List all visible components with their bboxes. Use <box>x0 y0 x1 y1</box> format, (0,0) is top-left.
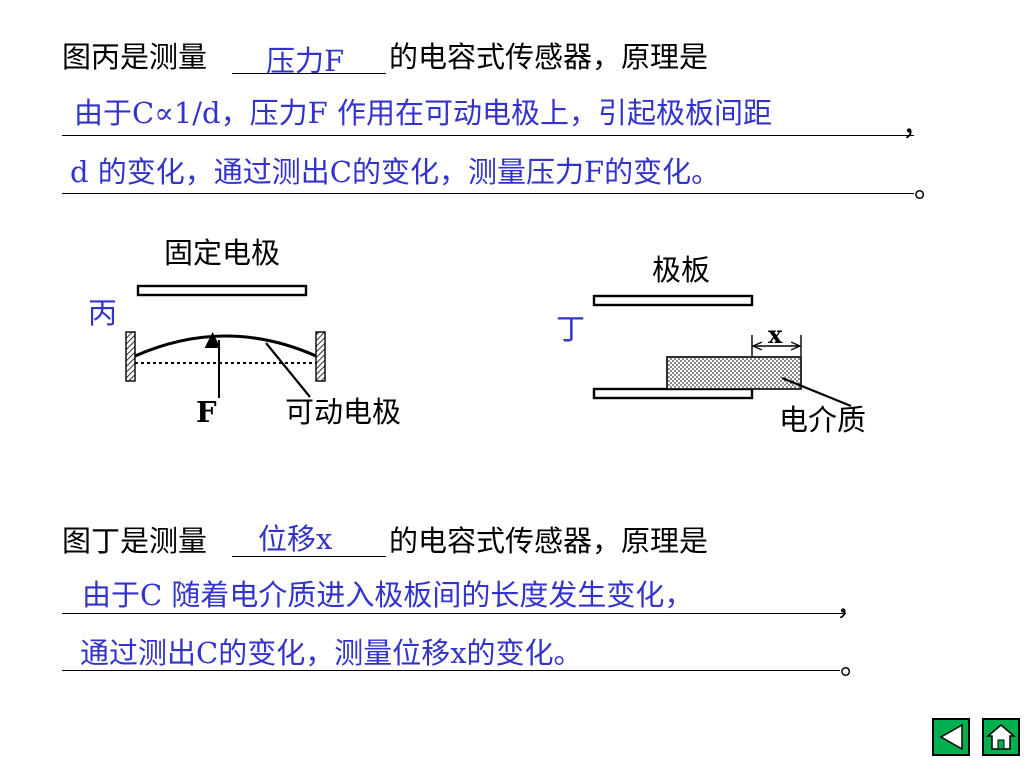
fixed-electrode-label: 固定电极 <box>164 236 281 270</box>
q2-reason-line1: 由于C 随着电介质进入极板间的长度发生变化， <box>82 578 694 612</box>
right-wall <box>315 331 326 382</box>
dielectric-block <box>666 356 802 390</box>
q2-line2-end: 。 <box>840 647 870 681</box>
fixed-electrode-plate <box>136 284 308 297</box>
q1-reason-line2-rule <box>62 193 914 194</box>
q1-line2-end: 。 <box>914 170 944 204</box>
top-plate <box>592 294 754 307</box>
q2-line1-end: ， <box>836 588 866 622</box>
q1-prefix: 图丙是测量 <box>62 40 208 74</box>
q2-prefix: 图丁是测量 <box>62 524 208 558</box>
q1-reason-line2: d 的变化，通过测出C的变化，测量压力F的变化。 <box>70 155 721 189</box>
diagram-ding <box>592 294 852 408</box>
q2-answer: 位移x <box>258 522 333 556</box>
back-button[interactable] <box>932 718 970 756</box>
q1-answer: 压力F <box>266 44 345 78</box>
x-label: x <box>768 320 783 349</box>
q1-reason-line1-rule <box>62 135 914 136</box>
diagram-bing <box>125 284 326 398</box>
movable-label-leader <box>265 342 311 398</box>
q2-reason-line1-rule <box>62 613 846 614</box>
triangle-left-icon <box>939 723 963 751</box>
home-icon <box>985 724 1017 750</box>
q1-line1-end: ， <box>902 108 932 142</box>
q1-suffix: 的电容式传感器，原理是 <box>389 40 709 74</box>
q2-reason-line2: 通过测出C的变化，测量位移x的变化。 <box>80 636 583 670</box>
home-button[interactable] <box>982 718 1020 756</box>
left-wall <box>125 331 136 382</box>
q1-answer-blank <box>232 73 386 74</box>
diagram-ding-tag: 丁 <box>556 312 586 346</box>
q2-suffix: 的电容式传感器，原理是 <box>389 524 709 558</box>
force-label: F <box>196 395 217 429</box>
movable-electrode-label: 可动电极 <box>285 395 402 429</box>
dielectric-label-leader <box>781 376 852 408</box>
movable-electrode-curve <box>134 334 317 358</box>
q1-reason-line1: 由于C∝1/d，压力F 作用在可动电极上，引起极板间距 <box>74 96 772 130</box>
q2-answer-blank <box>232 556 386 557</box>
plate-label: 极板 <box>652 253 711 287</box>
dielectric-label: 电介质 <box>779 403 867 437</box>
diagram-bing-tag: 丙 <box>88 296 118 330</box>
bottom-plate <box>592 387 754 400</box>
q2-reason-line2-rule <box>62 670 840 671</box>
